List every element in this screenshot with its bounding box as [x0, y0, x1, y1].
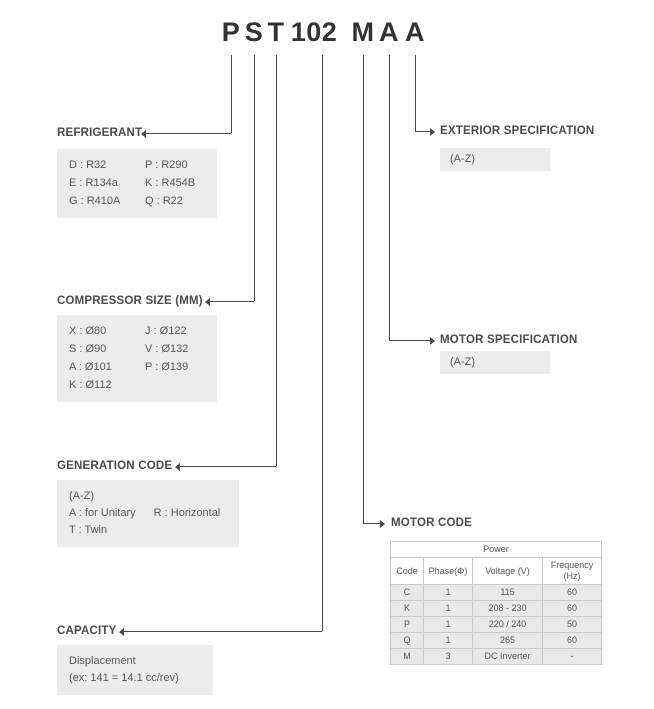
table-cell: Q: [390, 632, 424, 649]
compressor-size-entry: P : Ø139: [145, 361, 189, 373]
generation-entry: T : Twin: [69, 524, 108, 536]
refrigerant-entry: E : R134a: [69, 177, 118, 189]
table-row: C 1 115 60: [390, 584, 603, 601]
code-char-generation: T: [267, 17, 285, 47]
table-cell: DC Inverter: [472, 648, 543, 665]
arrow-left-icon: [141, 130, 146, 138]
refrigerant-entry: K : R454B: [145, 177, 196, 189]
table-column-header: Phase(Φ): [423, 557, 473, 585]
table-column-header: Voltage (V): [472, 557, 543, 585]
compressor-size-connector-line: [210, 301, 254, 302]
generation-label: GENERATION CODE: [57, 460, 173, 472]
compressor-size-entry: K : Ø112: [69, 379, 112, 391]
table-cell: 220 / 240: [472, 616, 543, 633]
compressor-size-box: X : Ø80 J : Ø122 S : Ø90 V : Ø132 A : Ø1…: [57, 315, 217, 402]
table-column-header: Code: [390, 557, 424, 585]
compressor-size-entry: X : Ø80: [69, 325, 107, 337]
compressor-size-entry: A : Ø101: [69, 361, 112, 373]
refrigerant-box: D : R32 P : R290 E : R134a K : R454B G :…: [57, 149, 217, 218]
table-row: M 3 DC Inverter -: [390, 648, 603, 665]
motor-code-connector-line: [363, 523, 380, 524]
table-cell: 60: [541, 584, 603, 601]
generation-box: (A-Z) A : for Unitary R : Horizontal T :…: [57, 480, 239, 547]
refrigerant-entry: P : R290: [145, 159, 188, 171]
table-cell: C: [390, 584, 424, 601]
table-column-header: Frequency (Hz): [541, 557, 603, 585]
motor-spec-box: (A-Z): [440, 351, 550, 374]
exterior-spec-range: (A-Z): [450, 153, 476, 165]
table-cell: K: [390, 600, 424, 617]
generation-entry: A : for Unitary: [69, 507, 136, 519]
compressor-size-entry: J : Ø122: [145, 325, 187, 337]
code-char-refrigerant: P: [221, 17, 241, 47]
exterior-spec-connector-line: [415, 55, 416, 131]
generation-connector-line: [276, 55, 277, 466]
table-cell: 1: [423, 600, 473, 617]
motor-code-connector-line: [363, 55, 364, 523]
refrigerant-entry: G : R410A: [69, 195, 121, 207]
generation-entry: R : Horizontal: [153, 507, 221, 519]
refrigerant-label: REFRIGERANT: [57, 127, 143, 139]
code-char-motor-code: M: [351, 17, 375, 47]
table-row: P 1 220 / 240 50: [390, 616, 603, 633]
arrow-right-icon: [380, 520, 385, 528]
capacity-connector-line: [322, 55, 323, 631]
compressor-size-entry: S : Ø90: [69, 343, 107, 355]
refrigerant-connector-line: [231, 55, 232, 133]
capacity-box: Displacement (ex: 141 = 14.1 cc/rev): [57, 645, 213, 695]
compressor-size-entry: V : Ø132: [145, 343, 189, 355]
table-cell: 60: [541, 600, 603, 617]
code-char-compressor-size: S: [244, 17, 264, 47]
capacity-line: (ex: 141 = 14.1 cc/rev): [69, 672, 179, 684]
refrigerant-entry: D : R32: [69, 159, 107, 171]
table-cell: M: [390, 648, 424, 665]
table-row: Q 1 265 60: [390, 632, 603, 649]
motor-spec-connector-line: [389, 340, 430, 341]
table-row: K 1 208 - 230 60: [390, 600, 603, 617]
motor-spec-connector-line: [389, 55, 390, 340]
code-char-motor-spec: A: [379, 17, 399, 47]
motor-code-label: MOTOR CODE: [391, 517, 473, 529]
arrow-left-icon: [205, 298, 210, 306]
table-cell: -: [541, 648, 603, 665]
refrigerant-entry: Q : R22: [145, 195, 183, 207]
motor-spec-range: (A-Z): [450, 356, 476, 368]
compressor-size-connector-line: [254, 55, 255, 301]
compressor-size-entry: [145, 377, 205, 394]
table-cell: 50: [541, 616, 603, 633]
exterior-spec-box: (A-Z): [440, 148, 550, 171]
table-cell: P: [390, 616, 424, 633]
generation-range: (A-Z): [69, 490, 95, 502]
table-cell: 1: [423, 632, 473, 649]
table-cell: 115: [472, 584, 543, 601]
capacity-line: Displacement: [69, 655, 136, 667]
table-cell: 265: [472, 632, 543, 649]
capacity-connector-line: [124, 631, 322, 632]
generation-connector-line: [180, 466, 276, 467]
capacity-label: CAPACITY: [57, 625, 117, 637]
code-char-capacity: 102: [290, 17, 338, 47]
table-cell: 1: [423, 616, 473, 633]
arrow-right-icon: [430, 337, 435, 345]
exterior-spec-connector-line: [415, 131, 430, 132]
refrigerant-connector-line: [146, 133, 231, 134]
motor-code-table: Power Code Phase(Φ) Voltage (V) Frequenc…: [389, 541, 603, 665]
motor-spec-label: MOTOR SPECIFICATION: [440, 334, 578, 346]
table-cell: 208 - 230: [472, 600, 543, 617]
compressor-size-label: COMPRESSOR SIZE (MM): [57, 295, 203, 307]
arrow-right-icon: [430, 128, 435, 136]
exterior-spec-label: EXTERIOR SPECIFICATION: [440, 125, 595, 137]
table-cell: 3: [423, 648, 473, 665]
arrow-left-icon: [119, 628, 124, 636]
table-group-header: Power: [389, 541, 603, 558]
table-cell: 1: [423, 584, 473, 601]
code-char-exterior-spec: A: [405, 17, 425, 47]
arrow-left-icon: [175, 463, 180, 471]
table-cell: 60: [541, 632, 603, 649]
